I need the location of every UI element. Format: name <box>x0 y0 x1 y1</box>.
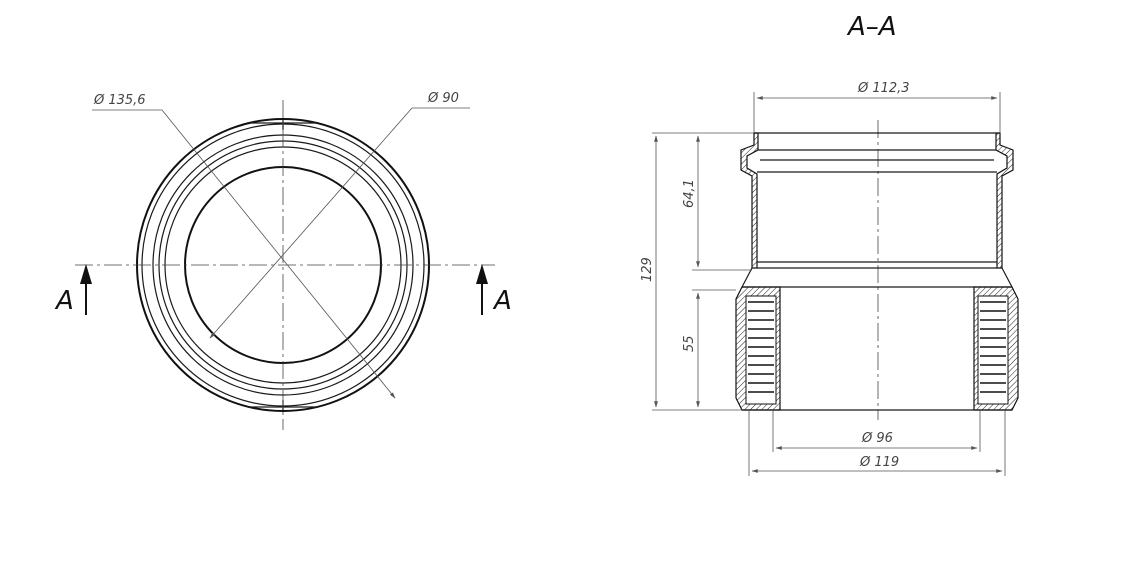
bottom-outer-diameter-label: Ø 119 <box>859 455 899 470</box>
lower-height-label: 55 <box>682 335 697 352</box>
thread-left <box>745 295 777 405</box>
section-view: A–A <box>640 12 1019 476</box>
section-title: A–A <box>846 12 897 42</box>
horizontal-dimensions: Ø 112,3 Ø 96 Ø 119 <box>748 81 1006 476</box>
top-view: Ø 135,6 Ø 90 A A <box>54 91 512 430</box>
section-mark-left: A <box>54 286 74 316</box>
upper-height-label: 64,1 <box>682 179 697 208</box>
inner-diameter-label: Ø 90 <box>427 91 459 106</box>
thread-teeth-left <box>748 301 774 393</box>
outer-diameter-label: Ø 135,6 <box>93 93 146 108</box>
thread-teeth-right <box>980 301 1006 393</box>
section-mark-right: A <box>492 286 512 316</box>
neck-right <box>1001 267 1013 288</box>
section-arrow-right-head <box>476 264 488 284</box>
upper-wall-left <box>740 132 759 269</box>
lower-nut <box>735 286 1019 411</box>
total-height-label: 129 <box>640 257 655 282</box>
section-arrow-left-head <box>80 264 92 284</box>
top-diameter-label: Ø 112,3 <box>857 81 910 96</box>
upper-socket <box>740 132 1014 288</box>
upper-wall-right <box>995 132 1014 269</box>
bottom-inner-diameter-label: Ø 96 <box>861 431 893 446</box>
thread-right <box>977 295 1009 405</box>
leader-outer-diameter <box>161 109 396 399</box>
leader-inner-diameter <box>209 107 413 339</box>
neck-left <box>741 267 753 288</box>
vertical-dimensions: 129 64,1 55 <box>640 132 754 411</box>
